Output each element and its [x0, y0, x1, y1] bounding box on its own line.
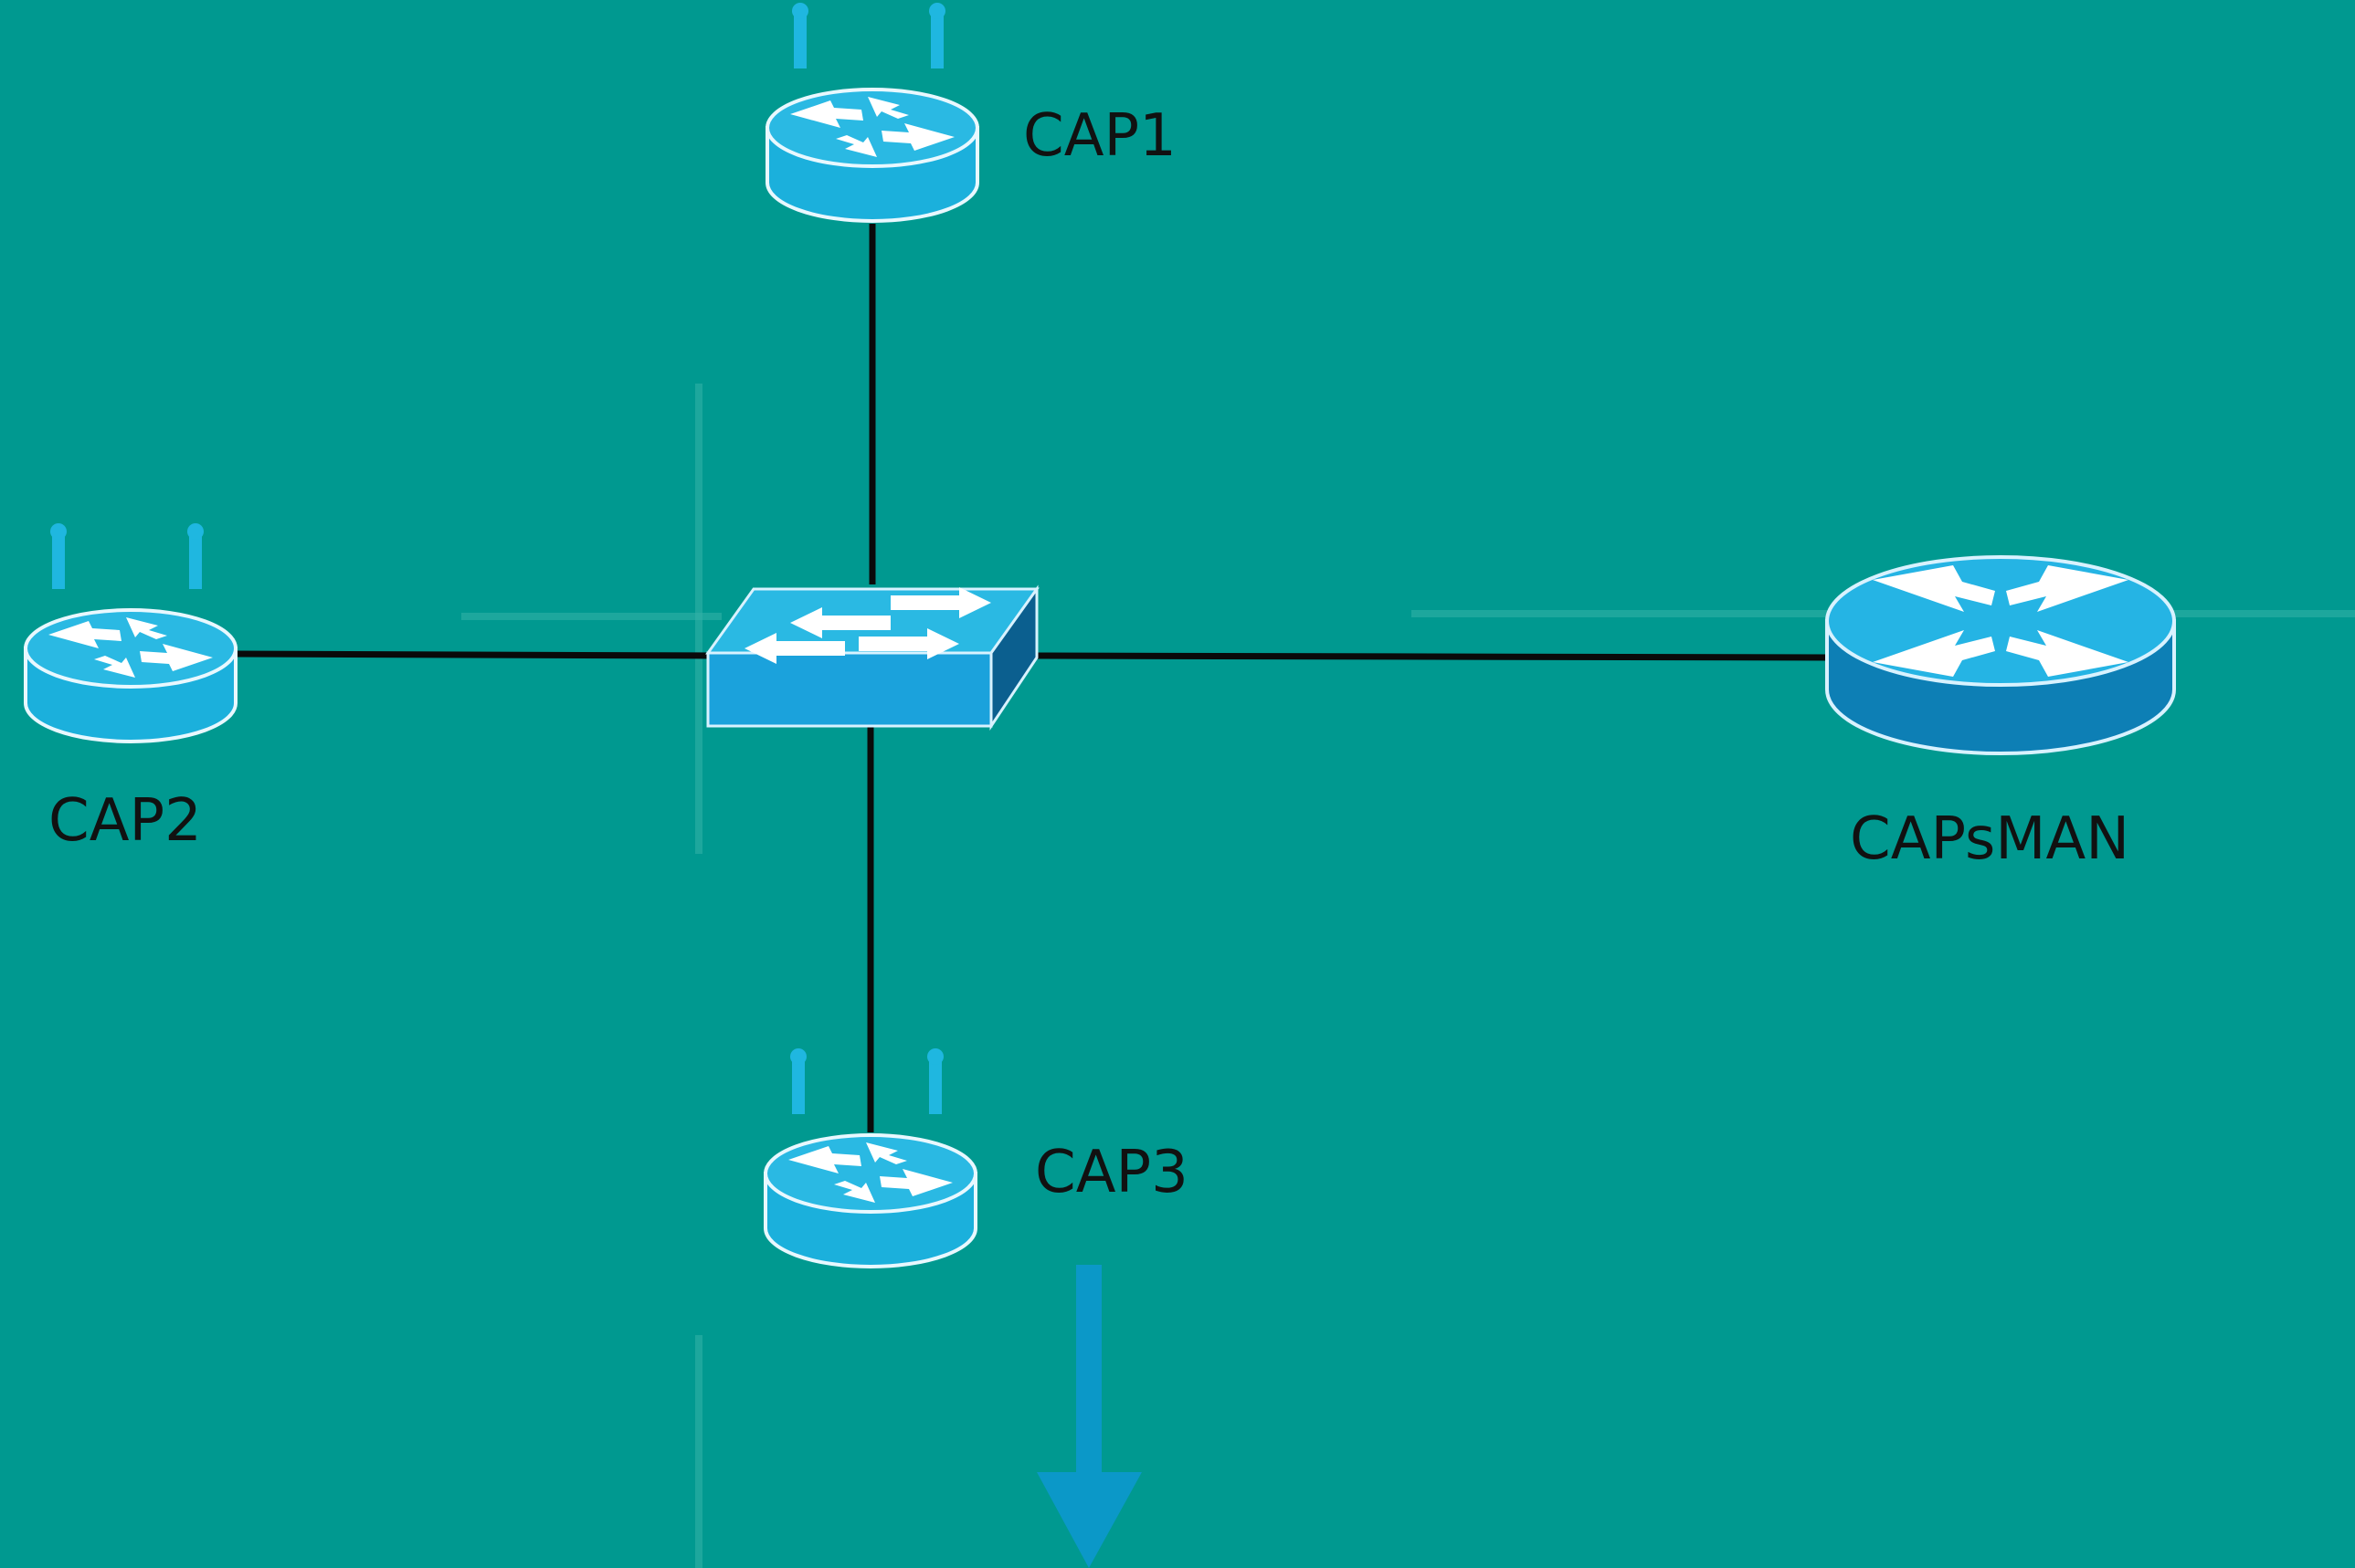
cap1-label: CAP1 — [1023, 102, 1177, 170]
router-icon — [1825, 555, 2176, 755]
wireless-access-point-icon — [766, 1, 979, 223]
cap2-label: CAP2 — [48, 787, 202, 855]
switch-node[interactable] — [706, 585, 1039, 728]
cap3-label: CAP3 — [1035, 1139, 1188, 1206]
link-cap2-switch — [235, 650, 713, 659]
down-arrow-icon — [1037, 1265, 1142, 1568]
switch-icon — [706, 585, 1039, 728]
cap1-node[interactable]: CAP1 — [766, 1, 1177, 223]
cap2-node[interactable]: CAP2 — [24, 521, 238, 855]
cap3-node[interactable]: CAP3 — [764, 1047, 1188, 1268]
capsman-node[interactable]: CAPsMAN — [1825, 555, 2176, 873]
link-switch-capsman — [1031, 652, 1832, 661]
links — [235, 224, 1832, 1132]
capsman-label: CAPsMAN — [1850, 805, 2129, 873]
wireless-access-point-icon — [24, 521, 238, 743]
